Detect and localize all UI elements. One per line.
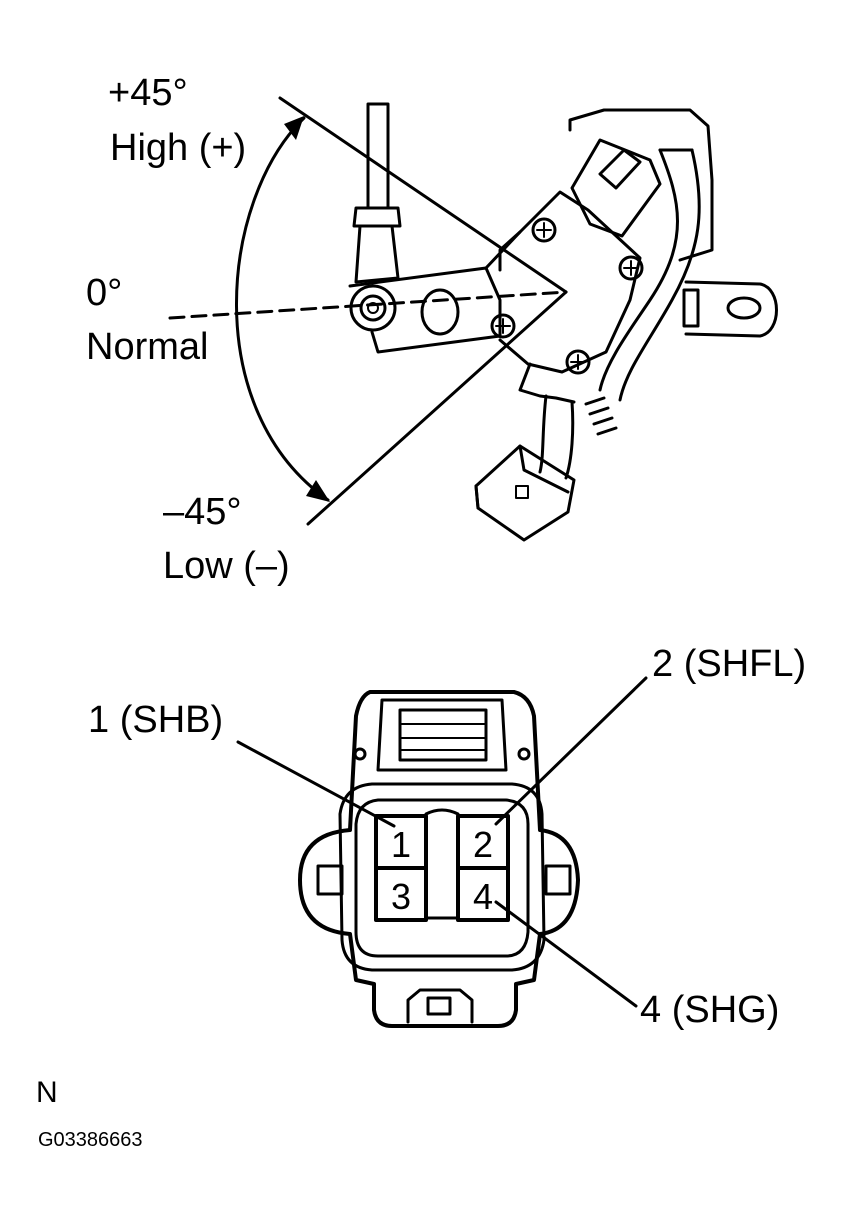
normal-text-label: Normal xyxy=(86,326,208,368)
connector-face: 1 2 3 4 xyxy=(298,690,580,1028)
arm-hole xyxy=(420,288,460,336)
housing-dot-left xyxy=(353,747,367,761)
link-rod xyxy=(366,102,390,210)
mount-spacer xyxy=(682,288,700,328)
pin-2-callout: 2 (SHFL) xyxy=(652,643,806,685)
connector-seal-ring xyxy=(338,782,546,972)
housing-ear-left xyxy=(316,864,344,896)
upper-connector xyxy=(570,138,662,238)
corrugated-tube xyxy=(584,396,618,436)
pin-4-number: 4 xyxy=(473,876,493,917)
pin-1-callout: 1 (SHB) xyxy=(88,699,223,741)
pivot-bolt xyxy=(367,302,379,314)
low-angle-label: –45° xyxy=(163,491,242,533)
pin-4-cavity xyxy=(456,866,510,922)
housing-ear-right xyxy=(544,864,572,896)
rod-nut xyxy=(352,206,402,228)
angle-indicator xyxy=(168,96,568,526)
latch-ribs xyxy=(399,723,487,751)
bottom-lock xyxy=(406,988,474,1024)
screw-icon xyxy=(490,313,516,339)
normal-angle-label: 0° xyxy=(86,272,122,314)
footer-letter: N xyxy=(36,1076,58,1109)
figure-code: G03386663 xyxy=(38,1129,143,1151)
connector-housing xyxy=(298,690,580,1028)
bottom-lock-tab xyxy=(426,996,452,1016)
screw-icon xyxy=(531,217,557,243)
high-text-label: High (+) xyxy=(110,127,246,169)
screw-icon xyxy=(565,349,591,375)
pin-1-number: 1 xyxy=(391,824,411,865)
pivot-outer xyxy=(349,284,397,332)
body-edge xyxy=(498,230,522,272)
pin-3-number: 3 xyxy=(391,876,411,917)
ball-joint xyxy=(354,224,400,284)
lower-connector-edge xyxy=(474,444,570,510)
housing-dot-right xyxy=(517,747,531,761)
latch-frame xyxy=(376,698,508,772)
mount-tab xyxy=(684,280,778,338)
latch-icon xyxy=(398,708,488,762)
mount-slot xyxy=(726,296,762,320)
pivot-inner xyxy=(359,294,387,322)
sensor-arm xyxy=(348,266,502,354)
lower-outlet xyxy=(518,362,576,404)
pin-divider xyxy=(424,808,460,920)
pin-4-callout: 4 (SHG) xyxy=(640,989,779,1031)
lower-connector xyxy=(474,444,576,542)
swing-arc xyxy=(235,116,330,502)
arrow-up-icon xyxy=(284,116,304,140)
pin-3-cavity xyxy=(374,866,428,922)
arrow-down-icon xyxy=(306,480,330,502)
screw-icon xyxy=(618,255,644,281)
pin-2-number: 2 xyxy=(473,824,493,865)
mount-bracket xyxy=(568,108,714,262)
low-limit-line xyxy=(306,290,568,526)
pin-2-leader xyxy=(494,676,648,826)
low-text-label: Low (–) xyxy=(163,545,290,587)
high-angle-label: +45° xyxy=(108,72,188,114)
lower-wire xyxy=(538,394,575,480)
high-limit-line xyxy=(278,96,568,294)
pin-1-leader xyxy=(236,740,396,828)
upper-connector-latch xyxy=(598,148,642,190)
height-control-sensor xyxy=(348,102,778,542)
wire-harness xyxy=(598,148,679,392)
wire-harness-outer xyxy=(618,148,701,402)
lower-connector-lock xyxy=(515,485,529,499)
pin-4-leader xyxy=(494,900,638,1008)
connector-cavity xyxy=(354,798,530,958)
